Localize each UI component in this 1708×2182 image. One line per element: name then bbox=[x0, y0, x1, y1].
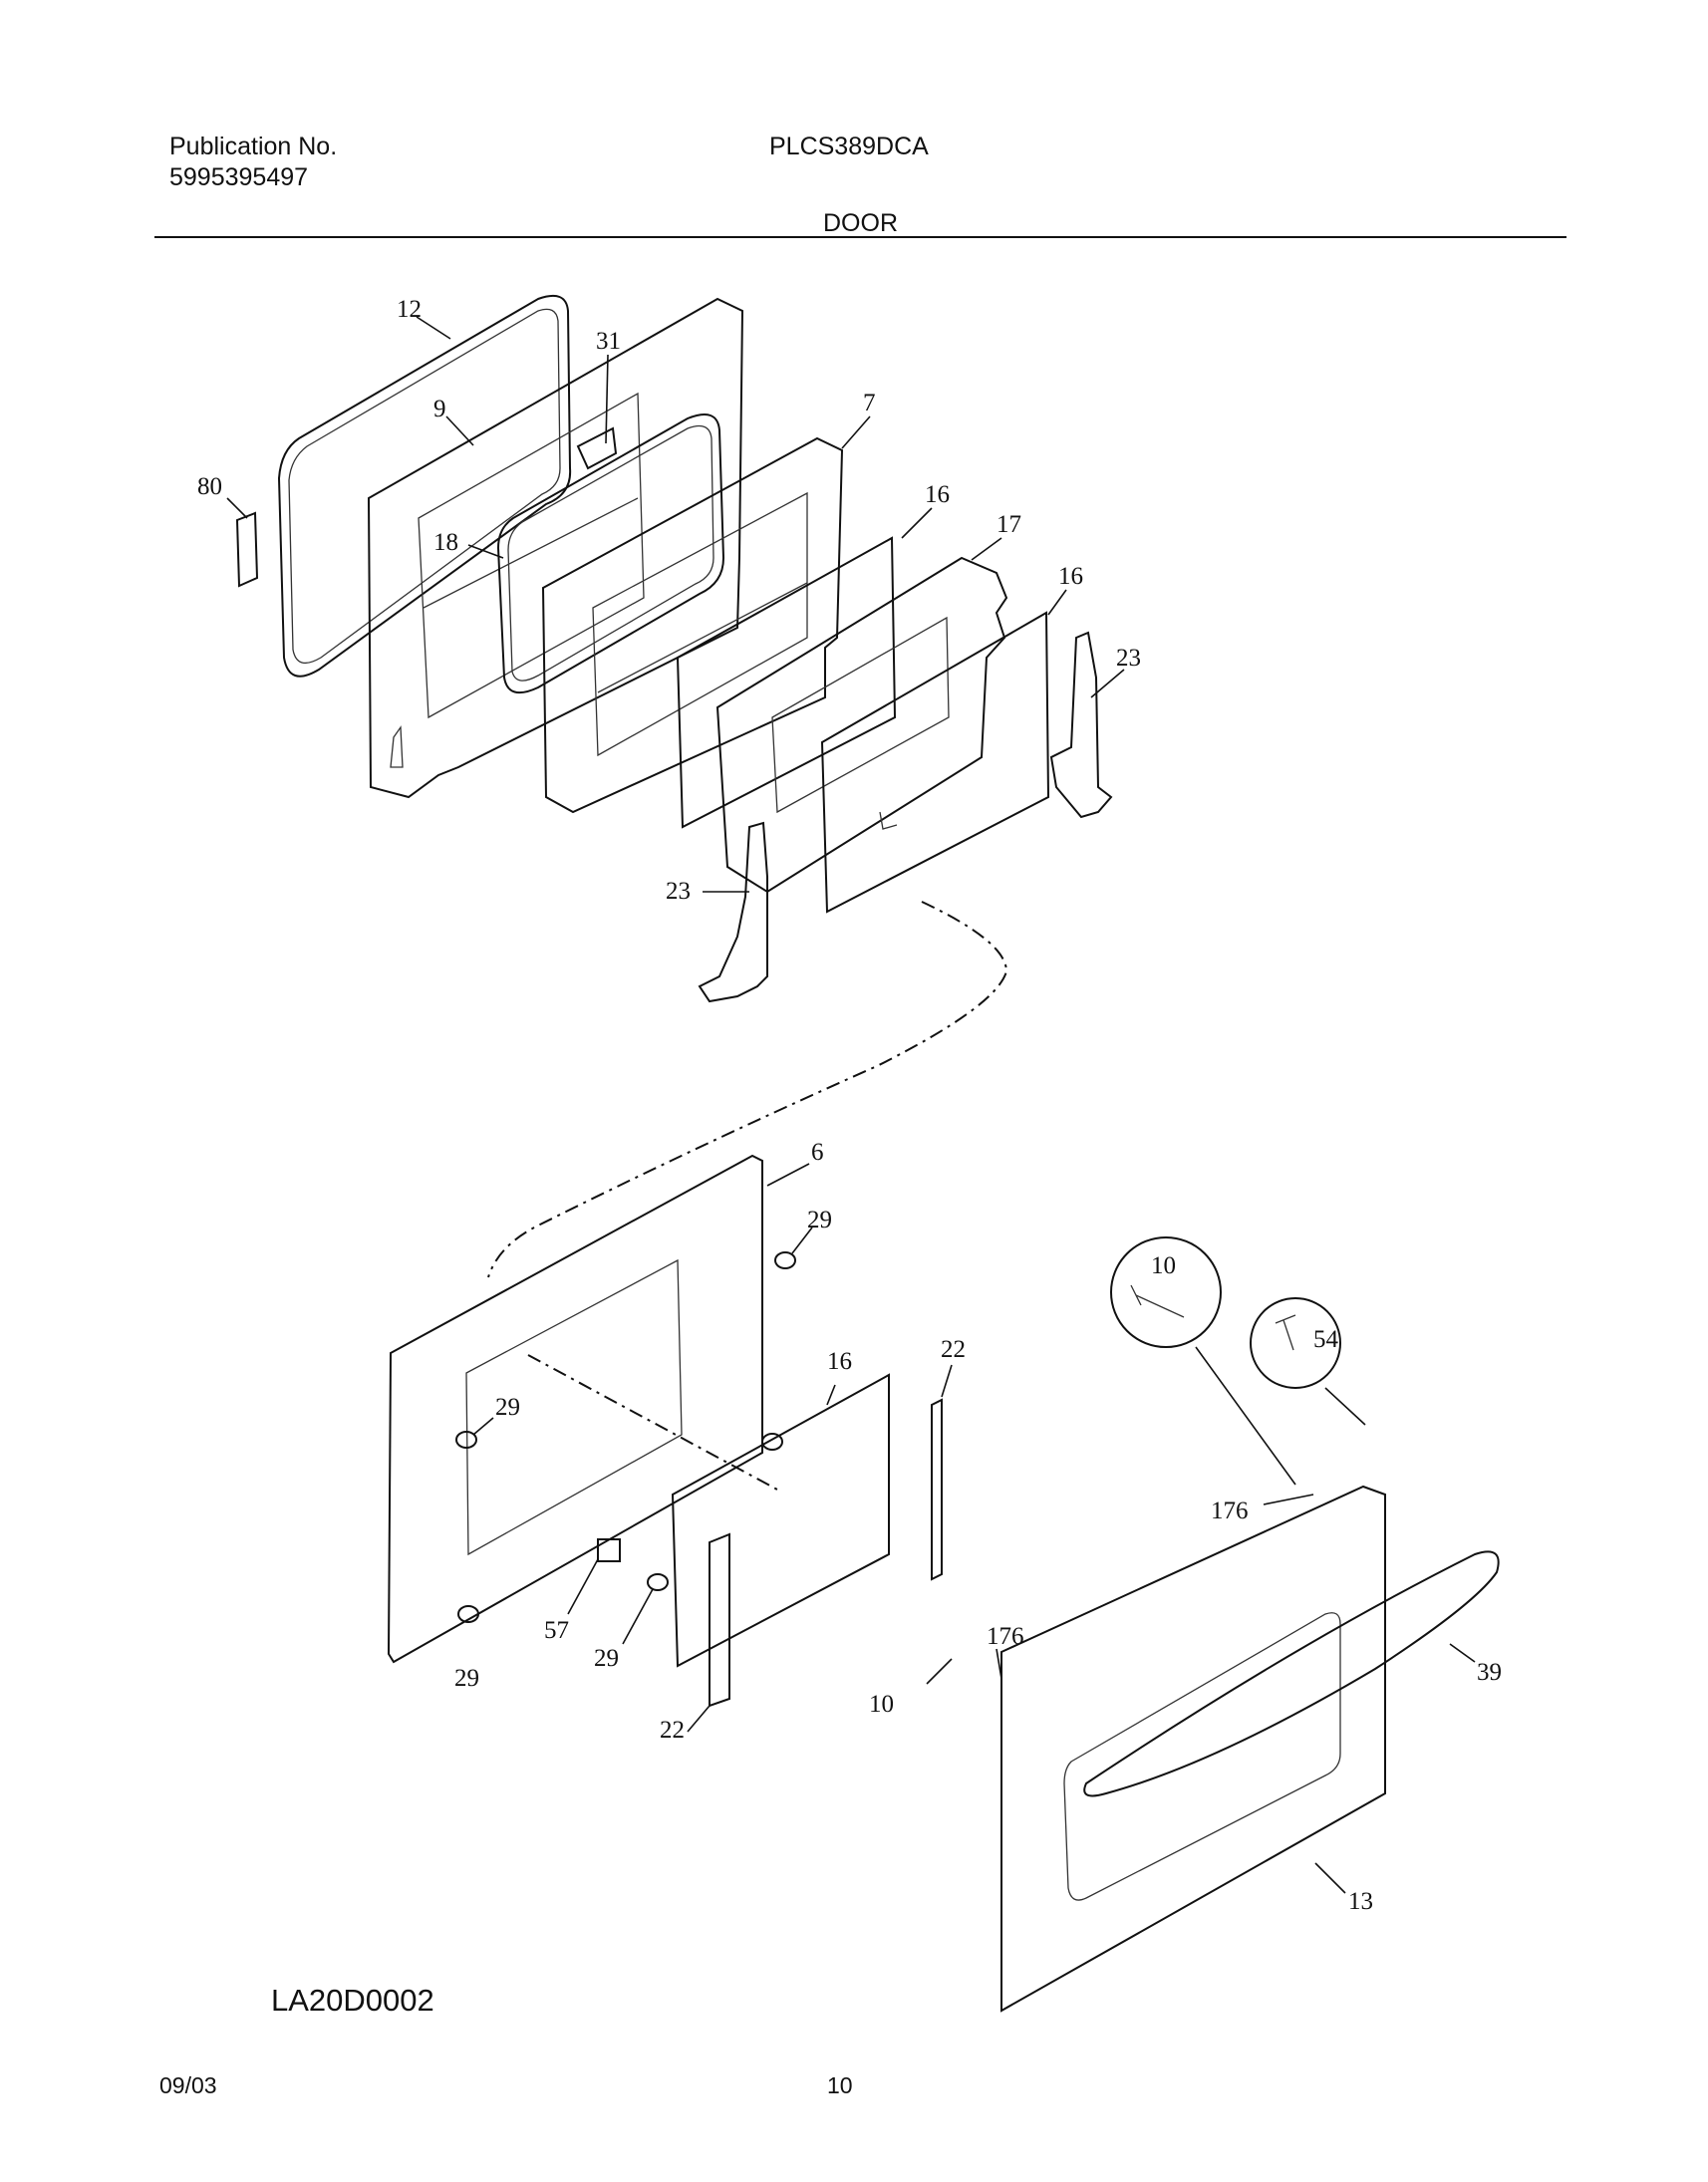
callout-16: 16 bbox=[827, 1348, 852, 1375]
detail-circle-screw-54 bbox=[1250, 1297, 1341, 1389]
callout-23: 23 bbox=[666, 878, 691, 905]
callout-7: 7 bbox=[863, 390, 876, 416]
section-title: DOOR bbox=[823, 209, 898, 237]
publication-label: Publication No. bbox=[169, 133, 338, 160]
callout-6: 6 bbox=[811, 1139, 824, 1166]
callout-16: 16 bbox=[1058, 563, 1083, 590]
outer-door-part-13 bbox=[1000, 1485, 1386, 2013]
callout-57: 57 bbox=[544, 1617, 569, 1644]
door-handle-part-39 bbox=[1083, 1550, 1500, 1797]
hinge-part-23-right bbox=[1049, 631, 1113, 819]
door-frame-part-7 bbox=[541, 436, 844, 814]
inner-door-panel-part-9 bbox=[367, 297, 744, 799]
callout-39: 39 bbox=[1477, 1659, 1502, 1686]
callout-16: 16 bbox=[925, 481, 950, 508]
callout-17: 17 bbox=[996, 511, 1021, 538]
callout-29: 29 bbox=[454, 1665, 479, 1692]
callout-labels: 12 31 9 7 80 16 17 18 16 23 23 6 29 10 29 16 22 54 176 57 29… bbox=[197, 296, 1502, 1915]
door-gasket-part-12 bbox=[277, 295, 572, 678]
glass-part-16-b bbox=[820, 611, 1050, 914]
callout-176: 176 bbox=[987, 1623, 1024, 1650]
bracket-part-31 bbox=[576, 426, 618, 470]
label-part-80 bbox=[235, 511, 259, 588]
clip-part-29-d bbox=[457, 1605, 479, 1623]
clip-part-29-c bbox=[761, 1433, 783, 1451]
callout-31: 31 bbox=[596, 328, 621, 355]
callout-18: 18 bbox=[433, 529, 458, 556]
model-number: PLCS389DCA bbox=[769, 133, 929, 160]
callout-10: 10 bbox=[1151, 1252, 1176, 1279]
clip-part-29-a bbox=[774, 1251, 796, 1269]
page-number: 10 bbox=[827, 2072, 853, 2098]
callout-9: 9 bbox=[433, 396, 446, 422]
callout-23: 23 bbox=[1116, 645, 1141, 672]
callout-29: 29 bbox=[807, 1207, 832, 1233]
glass-part-16-a bbox=[676, 536, 897, 829]
clip-part-29-b bbox=[455, 1431, 477, 1449]
glass-part-16-c bbox=[671, 1373, 890, 1668]
spacer-part-57 bbox=[597, 1538, 621, 1562]
callout-22: 22 bbox=[660, 1717, 685, 1744]
window-gasket-part-18 bbox=[496, 413, 725, 694]
drawing-code: LA20D0002 bbox=[271, 1983, 434, 2018]
callout-10: 10 bbox=[869, 1691, 894, 1718]
callout-13: 13 bbox=[1348, 1888, 1373, 1915]
inner-door-panel-part-6 bbox=[387, 1154, 763, 1664]
header-rule bbox=[154, 236, 1566, 238]
publication-number: 5995395497 bbox=[169, 163, 309, 191]
callout-29: 29 bbox=[594, 1645, 619, 1672]
clip-part-29-e bbox=[647, 1573, 669, 1591]
callout-176: 176 bbox=[1211, 1498, 1249, 1524]
callout-80: 80 bbox=[197, 473, 222, 500]
leader-lines bbox=[226, 316, 1476, 1894]
callout-54: 54 bbox=[1313, 1326, 1339, 1353]
callout-29: 29 bbox=[495, 1394, 520, 1421]
print-date: 09/03 bbox=[159, 2072, 217, 2098]
trim-strip-part-22-b bbox=[709, 1532, 730, 1708]
assembly-connector-line bbox=[487, 901, 1008, 1278]
detail-circle-screw-10 bbox=[1110, 1236, 1222, 1348]
callout-22: 22 bbox=[941, 1336, 966, 1363]
callout-12: 12 bbox=[397, 296, 422, 323]
trim-strip-part-22-a bbox=[931, 1398, 943, 1581]
hinge-part-23-left bbox=[698, 821, 768, 1003]
